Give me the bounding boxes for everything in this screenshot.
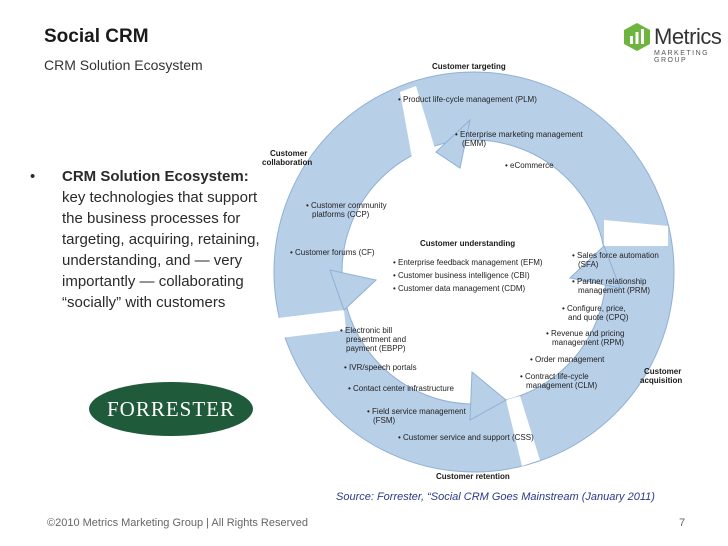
bullet-body: key technologies that support the busine… xyxy=(62,189,260,311)
item-cf: • Customer forums (CF) xyxy=(290,248,375,257)
section-collaboration-line2: collaboration xyxy=(262,158,312,167)
footer-copyright: ©2010 Metrics Marketing Group | All Righ… xyxy=(47,517,309,529)
item-emm-line1: • Enterprise marketing management xyxy=(455,130,584,139)
item-efm: • Enterprise feedback management (EFM) xyxy=(393,258,543,267)
gap-bottom xyxy=(506,396,540,466)
forrester-logo: FORRESTER xyxy=(89,382,253,436)
item-cbi: • Customer business intelligence (CBI) xyxy=(393,271,530,280)
section-retention: Customer retention xyxy=(436,472,510,481)
bullet-icon: • xyxy=(30,168,36,185)
bullet-point: • CRM Solution Ecosystem: key technologi… xyxy=(30,166,280,313)
item-prm-line2: management (PRM) xyxy=(578,286,650,295)
page-number: 7 xyxy=(679,517,686,529)
item-clm-line2: management (CLM) xyxy=(526,381,597,390)
item-cpq-line2: and quote (CPQ) xyxy=(568,313,629,322)
item-ecommerce: • eCommerce xyxy=(505,161,554,170)
metrics-logo-name: Metrics xyxy=(654,24,722,49)
forrester-logo-text: FORRESTER xyxy=(106,396,236,421)
slide-subtitle: CRM Solution Ecosystem xyxy=(44,57,203,73)
arrow-head-retention xyxy=(469,370,507,421)
item-rpm-line1: • Revenue and pricing xyxy=(546,329,624,338)
section-acquisition-line2: acquisition xyxy=(640,376,682,385)
item-plm: • Product life-cycle management (PLM) xyxy=(398,95,537,104)
item-order-management: • Order management xyxy=(530,355,605,364)
metrics-logo-icon xyxy=(624,23,650,51)
item-ebpp-line3: payment (EBPP) xyxy=(346,344,406,353)
item-contact-center: • Contact center infrastructure xyxy=(348,384,455,393)
section-collaboration-line1: Customer xyxy=(270,149,307,158)
item-ebpp-line2: presentment and xyxy=(346,335,406,344)
item-prm-line1: • Partner relationship xyxy=(572,277,647,286)
item-sfa-line2: (SFA) xyxy=(578,260,599,269)
gap-left xyxy=(278,310,346,338)
item-fsm-line1: • Field service management xyxy=(367,407,467,416)
item-css: • Customer service and support (CSS) xyxy=(398,433,534,442)
item-sfa-line1: • Sales force automation xyxy=(572,251,659,260)
bullet-text: CRM Solution Ecosystem: key technologies… xyxy=(62,166,280,313)
item-ebpp-line1: • Electronic bill xyxy=(340,326,392,335)
item-ivr: • IVR/speech portals xyxy=(344,363,417,372)
bullet-heading: CRM Solution Ecosystem: xyxy=(62,168,249,185)
item-ccp-line2: platforms (CCP) xyxy=(312,210,370,219)
gap-right xyxy=(604,220,668,246)
item-cpq-line1: • Configure, price, xyxy=(562,304,626,313)
item-emm-line2: (EMM) xyxy=(462,139,486,148)
arrow-head-collaboration xyxy=(329,269,378,311)
gap-top-left xyxy=(400,86,436,158)
item-ccp-line1: • Customer community xyxy=(306,201,387,210)
item-clm-line1: • Contract life-cycle xyxy=(520,372,589,381)
section-understanding: Customer understanding xyxy=(420,239,515,248)
metrics-logo-tagline: MARKETING GROUP xyxy=(654,50,710,64)
item-fsm-line2: (FSM) xyxy=(373,416,396,425)
slide-title: Social CRM xyxy=(44,26,149,47)
item-rpm-line2: management (RPM) xyxy=(552,338,624,347)
section-targeting: Customer targeting xyxy=(432,62,506,71)
arrow-head-targeting xyxy=(435,118,471,169)
arrow-head-acquisition xyxy=(568,245,621,289)
item-cdm: • Customer data management (CDM) xyxy=(393,284,526,293)
source-citation: Source: Forrester, “Social CRM Goes Main… xyxy=(336,491,655,503)
section-acquisition-line1: Customer xyxy=(644,367,681,376)
